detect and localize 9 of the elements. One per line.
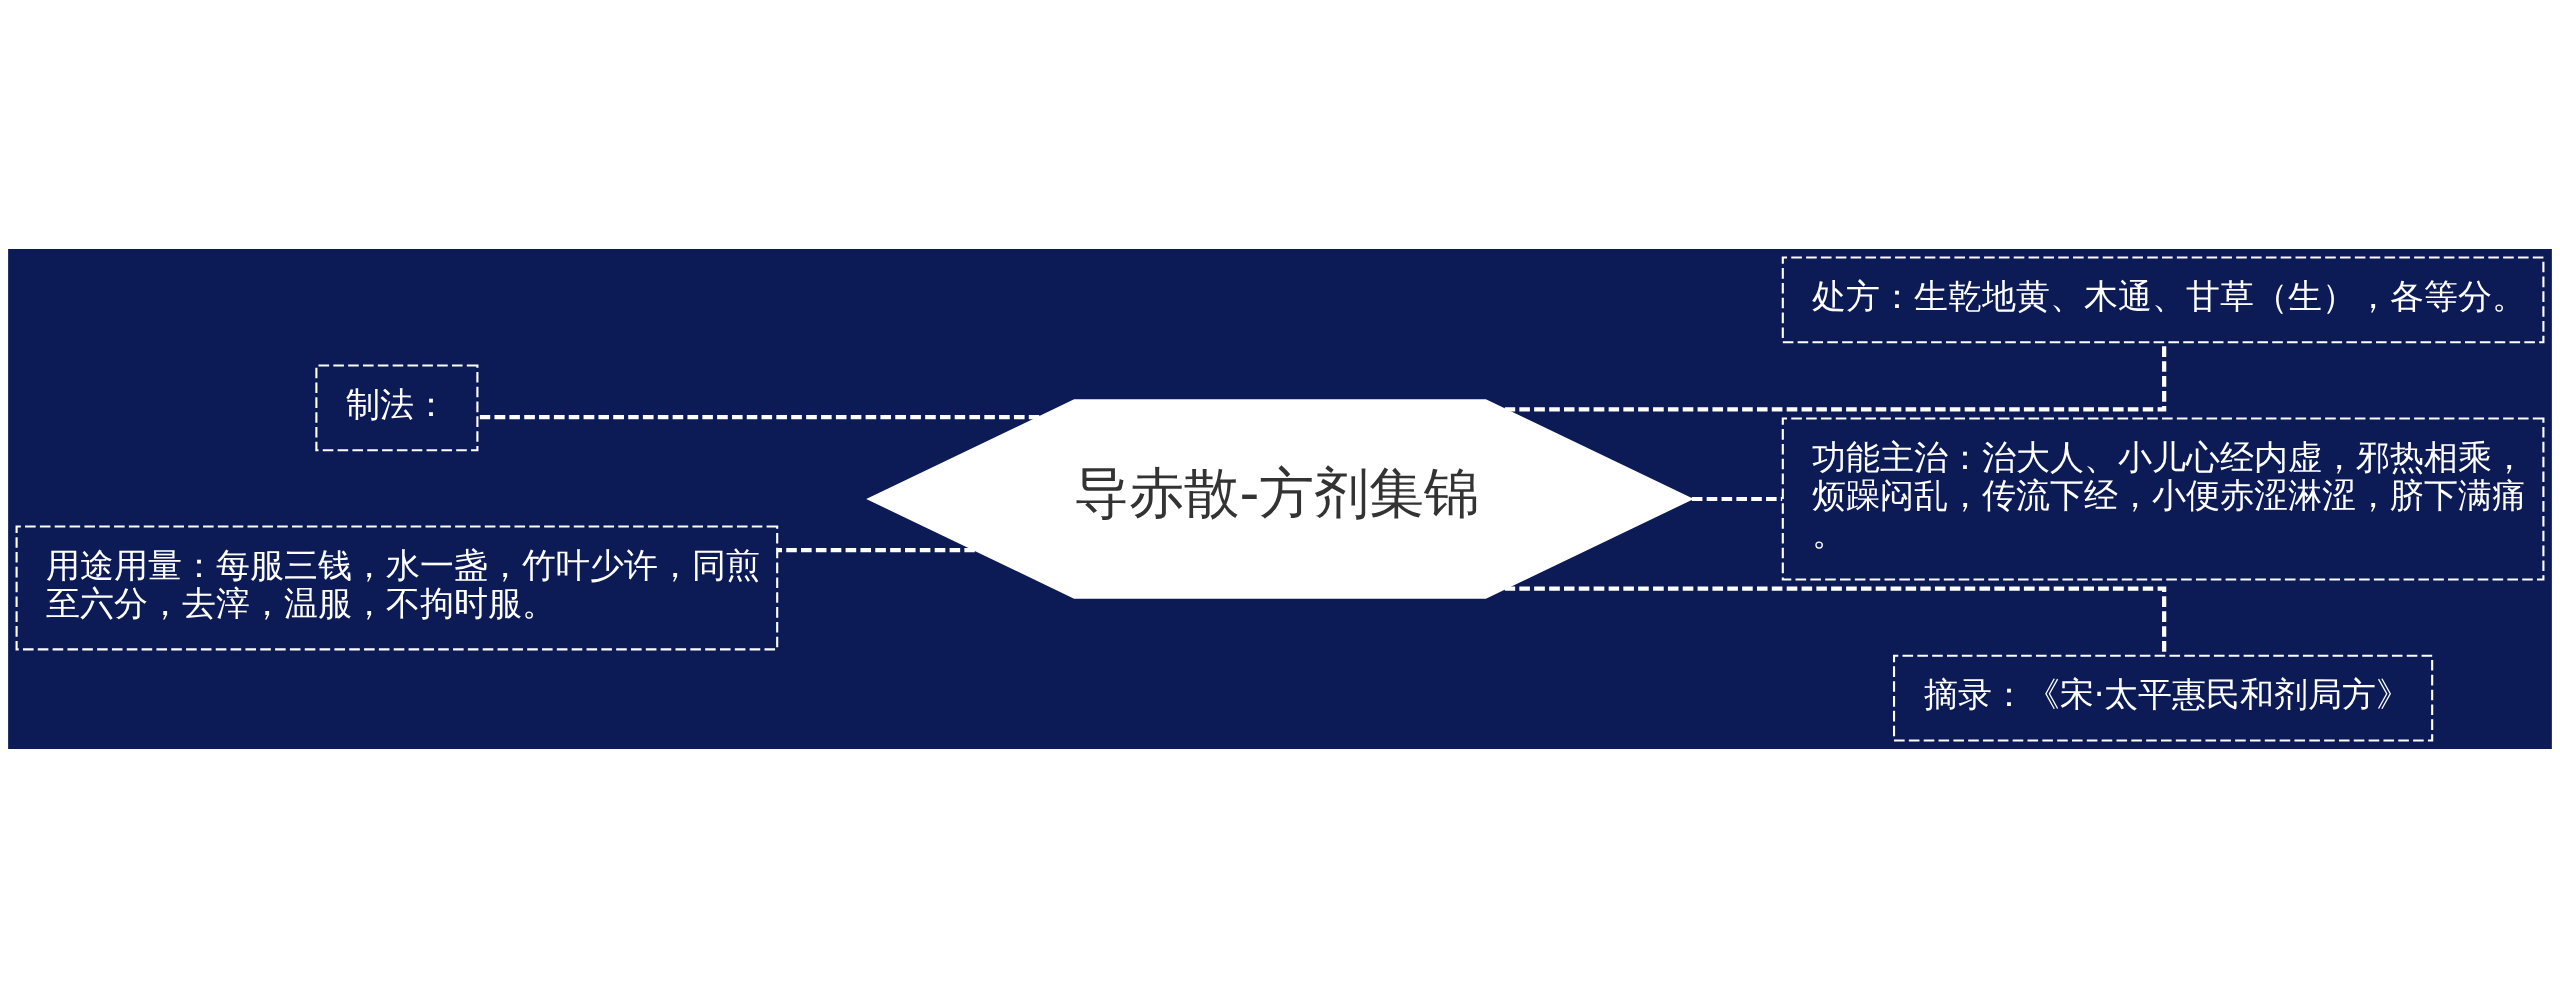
- node-box: 用途用量：每服三钱，水一盏，竹叶少许，同煎至六分，去滓，温服，不拘时服。: [15, 525, 779, 650]
- connector: [1691, 496, 1783, 501]
- node-box: 制法：: [315, 363, 479, 451]
- node-box: 处方：生乾地黄、木通、甘草（生），各等分。: [1781, 255, 2545, 343]
- node-box: 摘录：《宋·太平惠民和剂局方》: [1893, 654, 2434, 742]
- connector: [777, 547, 975, 552]
- connector: [1504, 585, 2167, 655]
- node-box: 功能主治：治大人、小儿心经内虚，邪热相乘，烦躁闷乱，传流下经，小便赤涩淋涩，脐下满痛。: [1781, 416, 2545, 581]
- connector: [478, 414, 1040, 419]
